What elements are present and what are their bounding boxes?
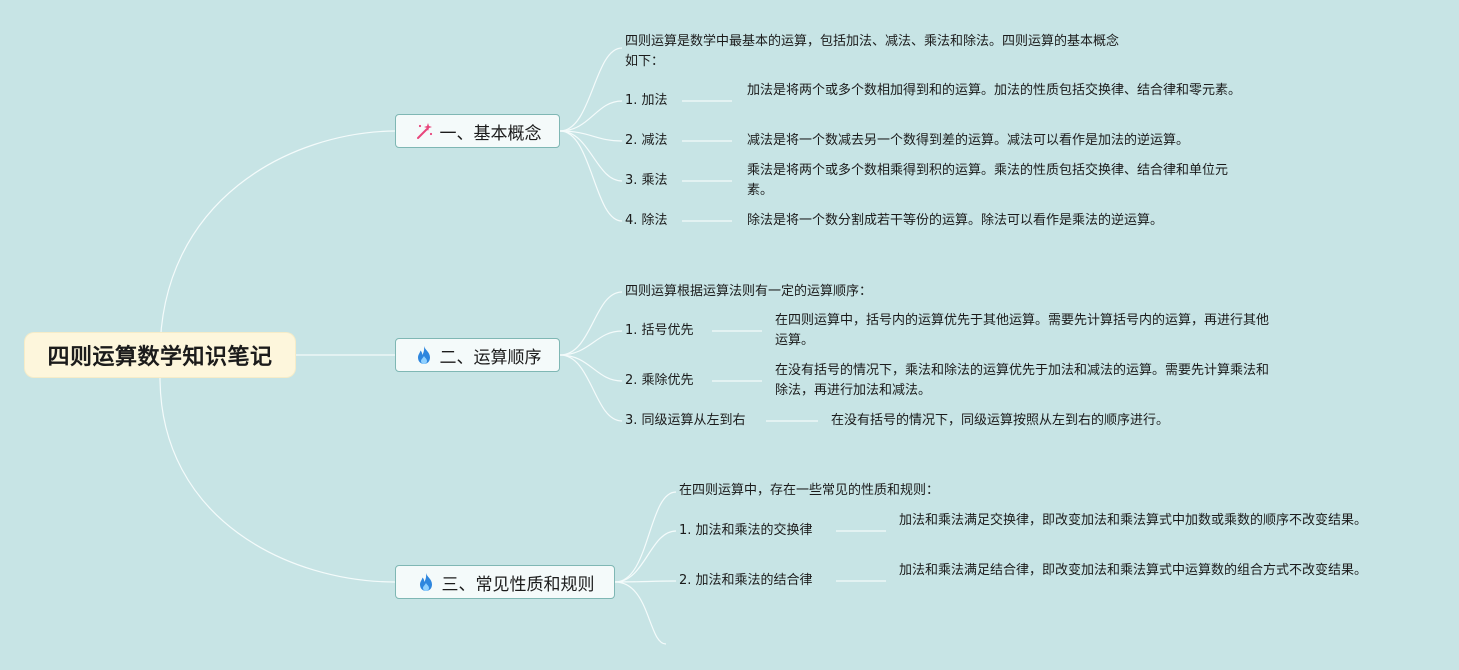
item-description: 减法是将一个数减去另一个数得到差的运算。减法可以看作是加法的逆运算。 [747,133,1190,148]
item-description: 乘法是将两个或多个数相乘得到积的运算。乘法的性质包括交换律、结合律和单位元素。 [747,163,1229,198]
item-label[interactable]: 2. 乘除优先 [625,373,694,388]
item-label[interactable]: 1. 括号优先 [625,323,694,338]
item-description: 加法和乘法满足结合律，即改变加法和乘法算式中运算数的组合方式不改变结果。 [899,563,1368,578]
branch-intro: 在四则运算中，存在一些常见的性质和规则： [679,483,940,498]
item-label[interactable]: 4. 除法 [625,213,668,228]
item-label[interactable]: 2. 加法和乘法的结合律 [679,573,813,588]
branch-title: 一、基本概念 [439,123,542,144]
fire-icon [414,345,434,365]
magic-wand-icon [414,121,434,141]
item-label[interactable]: 1. 加法和乘法的交换律 [679,523,813,538]
branch-intro: 四则运算根据运算法则有一定的运算顺序： [625,284,873,299]
branch-title: 三、常见性质和规则 [441,574,595,595]
item-description: 在没有括号的情况下，乘法和除法的运算优先于加法和减法的运算。需要先计算乘法和除法… [775,363,1270,398]
fire-icon [416,572,436,592]
root-topic[interactable]: 四则运算数学知识笔记 [25,333,295,377]
item-description: 除法是将一个数分割成若干等份的运算。除法可以看作是乘法的逆运算。 [747,213,1164,228]
branch-common-properties[interactable]: 三、常见性质和规则 [395,565,615,599]
branch-intro: 四则运算是数学中最基本的运算，包括加法、减法、乘法和除法。四则运算的基本概念如下… [625,34,1120,69]
item-label[interactable]: 1. 加法 [625,93,668,108]
root-title: 四则运算数学知识笔记 [47,345,273,370]
branch-basic-concepts[interactable]: 一、基本概念 [395,114,560,148]
item-label[interactable]: 3. 同级运算从左到右 [625,413,746,428]
item-description: 在四则运算中，括号内的运算优先于其他运算。需要先计算括号内的运算，再进行其他运算… [775,313,1270,348]
item-label[interactable]: 2. 减法 [625,133,668,148]
item-description: 在没有括号的情况下，同级运算按照从左到右的顺序进行。 [831,413,1170,428]
branch-title: 二、运算顺序 [439,347,542,368]
item-label[interactable]: 3. 乘法 [625,173,668,188]
branch-operation-order[interactable]: 二、运算顺序 [395,338,560,372]
item-description: 加法是将两个或多个数相加得到和的运算。加法的性质包括交换律、结合律和零元素。 [747,83,1242,98]
item-description: 加法和乘法满足交换律，即改变加法和乘法算式中加数或乘数的顺序不改变结果。 [899,513,1368,528]
